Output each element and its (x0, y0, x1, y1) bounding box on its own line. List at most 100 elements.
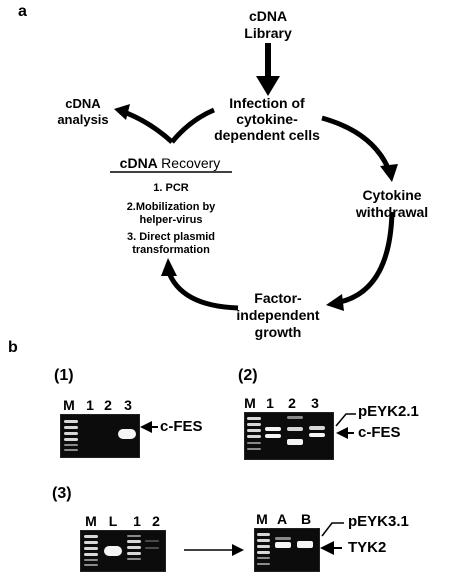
gel4-ladder-band (257, 545, 270, 548)
withdrawal-label: Cytokine withdrawal (346, 187, 438, 221)
cycle-diagram (110, 43, 398, 311)
gel3-lane2-band (145, 540, 159, 542)
gel2-lane-m: M (244, 395, 256, 411)
gel3-lane-m: M (85, 513, 97, 529)
gel2-ladder-band (247, 429, 261, 432)
infection-line-3: dependent cells (214, 127, 320, 143)
gel4-ladder-band (257, 551, 270, 554)
gel4-peyk31-label: pEYK3.1 (348, 513, 409, 530)
gel3-image (80, 530, 166, 572)
infection-line-2: cytokine- (236, 111, 298, 127)
gel1-lane-m: M (63, 397, 75, 413)
gel3-lane-l: L (108, 513, 118, 529)
arc-infection-to-withdrawal (321, 115, 391, 170)
growth-line-2: independent (236, 307, 320, 323)
gel1-ladder-band (64, 444, 78, 446)
gel2-lane1-lower-band (265, 434, 281, 438)
gel3-lane1-band (127, 558, 141, 560)
arc-head-1 (380, 164, 398, 182)
gel1-ladder-band (64, 438, 78, 441)
gel4-image (254, 528, 320, 572)
recovery-step-3b: transformation (132, 244, 210, 256)
gel1-lane-2: 2 (104, 397, 112, 413)
arc-growth-to-recovery (165, 269, 239, 311)
growth-line-1: Factor- (254, 290, 302, 306)
gel4-lane-a: A (276, 511, 288, 527)
gel1-ladder-band (64, 420, 78, 423)
gel3-lane1-band (127, 546, 141, 549)
gel3-ladder-band (84, 535, 98, 538)
gel4-laneA-lower-band (275, 542, 291, 548)
gel4-tyk2-label: TYK2 (348, 539, 387, 556)
recovery-step-2a: 2.Mobilization by (126, 201, 216, 213)
recovery-step-2b: helper-virus (139, 214, 203, 226)
infection-line-1: Infection of (229, 95, 305, 111)
library-line-2: Library (244, 25, 292, 41)
recovery-step-1: 1. PCR (153, 182, 189, 194)
gel2-ladder-band (247, 448, 261, 450)
analysis-line-1: cDNA (65, 96, 101, 111)
library-label: cDNA Library (230, 8, 306, 42)
arc-head-4 (114, 104, 130, 120)
gel2-ladder-band (247, 435, 261, 438)
gel4-laneA-upper-band (275, 537, 291, 540)
library-arrow-head (256, 76, 280, 96)
gel1-tag: (1) (54, 367, 74, 384)
gel3-ladder-band (84, 547, 98, 550)
gel1-lane-3: 3 (124, 397, 132, 413)
gel2-cfes-label: c-FES (358, 424, 401, 441)
gel1-cfes-label: c-FES (160, 418, 203, 435)
gel2-lane3-lower-band (309, 433, 325, 437)
recovery-title-bold: cDNA (119, 155, 158, 171)
gel4-ladder-band (257, 539, 270, 542)
gel1-image (60, 414, 140, 458)
gel4-ladder-band (257, 557, 270, 559)
recovery-steps: 1. PCR 2.Mobilization by helper-virus 3.… (96, 182, 246, 257)
growth-line-3: growth (254, 324, 302, 340)
gel2-ladder-band (247, 423, 261, 426)
withdrawal-line-2: withdrawal (355, 204, 429, 220)
gel2-lane-2: 2 (288, 395, 296, 411)
gel2-lane-1: 1 (266, 395, 274, 411)
gel2-lane2-upper-band (287, 427, 303, 431)
gel3-lane1-band (127, 552, 141, 555)
withdrawal-line-1: Cytokine (362, 187, 422, 203)
gel3-lane-2: 2 (152, 513, 160, 529)
gel3-ladder-band (84, 541, 98, 544)
gel3-lane1-band (127, 535, 141, 537)
library-line-1: cDNA (248, 8, 288, 24)
gel1-lane3-band (118, 429, 136, 439)
gel1-ladder-band (64, 449, 78, 451)
arc-withdrawal-to-growth (339, 211, 395, 305)
arc-to-infection (170, 107, 215, 144)
gel2-lane-3: 3 (311, 395, 319, 411)
gel2-lane1-upper-band (265, 427, 281, 431)
gel2-ladder-band (247, 417, 261, 420)
gel4-lane-b: B (300, 511, 312, 527)
arc-head-3 (161, 258, 177, 276)
gel4-ladder-band (257, 563, 270, 565)
gel2-image (244, 412, 334, 460)
gel2-tag: (2) (238, 367, 258, 384)
gel4-ladder-band (257, 533, 270, 536)
gel3-lane2-band (145, 547, 159, 549)
gel1-lane-1: 1 (86, 397, 94, 413)
gel1-ladder-band (64, 426, 78, 429)
recovery-title: cDNA Recovery (100, 156, 240, 170)
gel2-lane3-upper-band (309, 426, 325, 430)
panel-b-letter: b (8, 339, 18, 356)
arc-to-analysis (123, 109, 174, 144)
gel3-ladder-band (84, 559, 98, 561)
recovery-title-rest: Recovery (161, 155, 221, 171)
gel3-ladder-band (84, 564, 98, 566)
recovery-step-3a: 3. Direct plasmid (126, 231, 216, 243)
analysis-line-2: analysis (57, 112, 109, 127)
analysis-label: cDNA analysis (48, 96, 118, 128)
gel3-lane1-band (127, 540, 141, 543)
gel3-ladder-band (84, 553, 98, 556)
gel1-ladder-band (64, 432, 78, 435)
gel3-lane-l-band (104, 546, 122, 556)
gel2-ladder-band (247, 442, 261, 444)
gel4-laneB-band (297, 541, 313, 548)
